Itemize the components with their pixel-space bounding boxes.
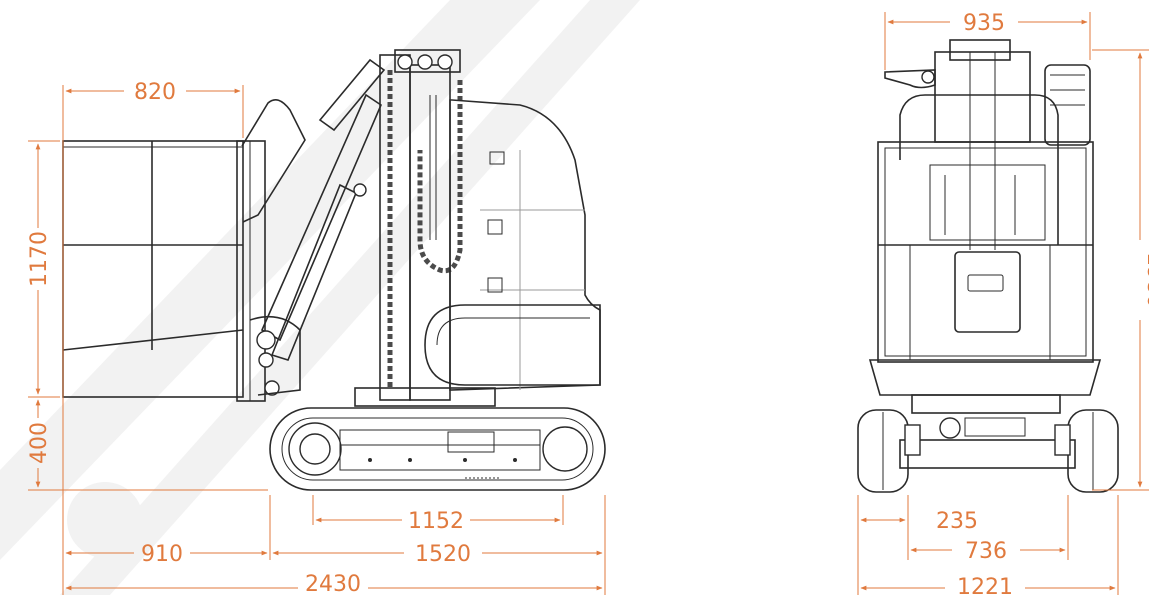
upper-arm: [318, 58, 386, 132]
dim-side-overhang: 910: [141, 542, 183, 567]
dim-side-basket-width: 820: [134, 80, 176, 105]
dimension-lines: [28, 12, 1149, 595]
front-control-panel: [929, 164, 1046, 333]
dim-front-total-height: 1980: [1142, 252, 1149, 308]
dim-front-top-width: 935: [963, 11, 1005, 36]
dim-side-track-length: 1152: [408, 509, 464, 534]
counterweight-body: [354, 99, 601, 407]
dim-side-base-length: 1520: [415, 542, 471, 567]
dim-front-wheel-width: 235: [936, 509, 978, 534]
watermark: [0, 0, 640, 595]
front-tracks: [857, 409, 1119, 493]
front-chassis: [868, 359, 1102, 469]
front-view: [857, 39, 1119, 493]
dim-side-total-length: 2430: [305, 572, 361, 595]
track-assembly: [269, 407, 606, 491]
dim-front-track-gauge: 736: [965, 539, 1007, 564]
dim-side-basket-height: 1170: [27, 231, 52, 287]
handrail: [241, 98, 306, 223]
front-guardrail: [877, 94, 1094, 363]
front-mast-head: [884, 39, 1091, 250]
side-view: [62, 49, 606, 491]
lower-boom: [249, 93, 382, 396]
dim-side-floor-height: 400: [27, 422, 52, 464]
dim-front-total-width: 1221: [957, 575, 1013, 595]
mast-chain: [387, 70, 463, 390]
dimension-labels: 820 1170 400 1152 910 1520 2430 935 1980…: [27, 11, 1149, 595]
